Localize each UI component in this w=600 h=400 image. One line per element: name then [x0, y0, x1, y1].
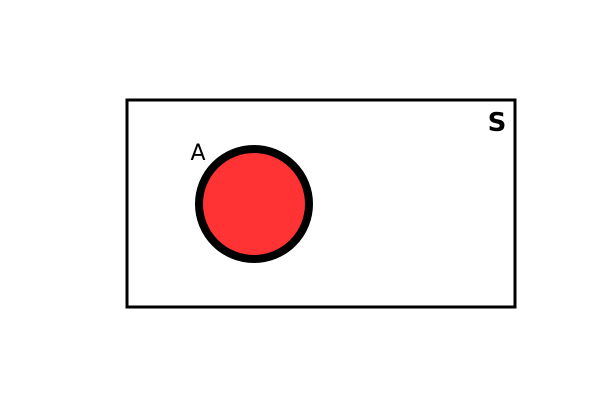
- set-a-circle: [195, 145, 313, 263]
- universe-label: S: [488, 108, 507, 138]
- universe-rectangle: [125, 98, 517, 309]
- set-a-label: A: [190, 141, 205, 166]
